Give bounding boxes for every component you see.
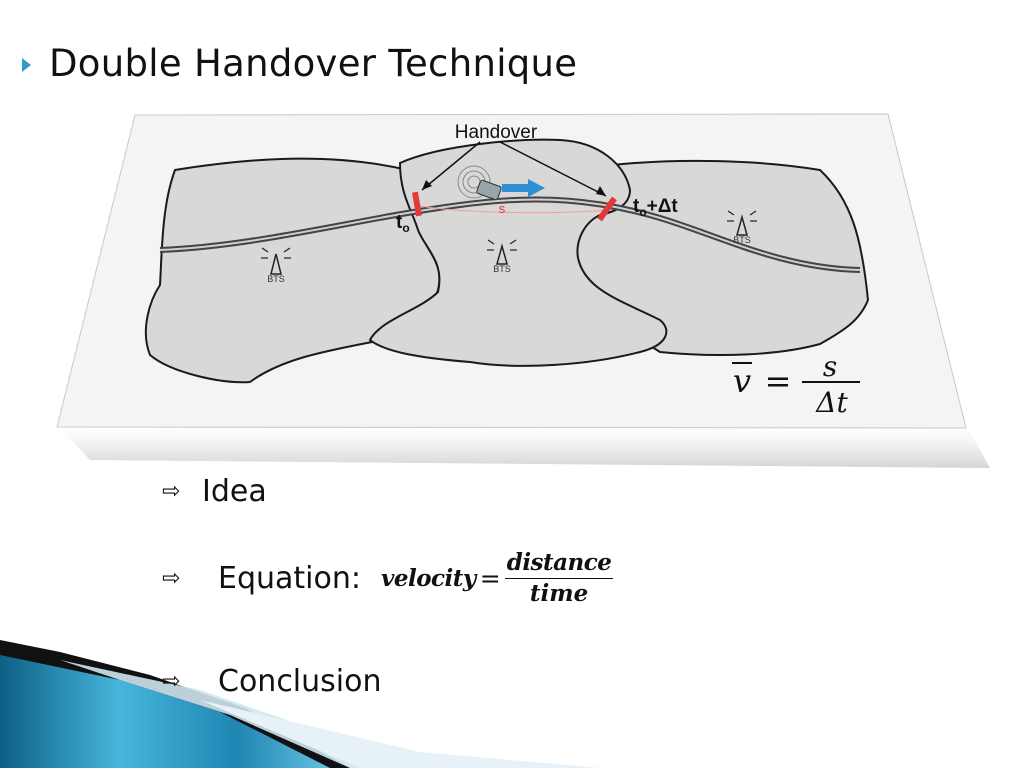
road-inner (159, 198, 861, 271)
bullet-conclusion-label: Conclusion (218, 664, 382, 699)
phone-icon (457, 165, 545, 201)
handover-arrowhead-right (596, 186, 606, 196)
bullet-equation-label: Equation: (218, 561, 361, 596)
velocity-formula: velocity = distance time (380, 548, 614, 609)
handover-arrow-right (499, 141, 607, 197)
handover-mark-t1 (597, 196, 617, 222)
slide-title: Double Handover Technique (49, 42, 578, 85)
bullet-conclusion: ⇨ Conclusion (162, 664, 382, 699)
svg-text:BTS: BTS (267, 274, 285, 284)
handover-label: Handover (455, 122, 538, 143)
svg-text:BTS: BTS (733, 235, 751, 245)
bullet-idea: ⇨ Idea (162, 474, 267, 509)
formula-num: s (823, 350, 837, 383)
bullet-arrow-icon: ⇨ (162, 479, 181, 504)
bullet-idea-label: Idea (202, 474, 267, 509)
formula-lhs: v (733, 362, 751, 400)
handover-arrowhead-left (422, 180, 432, 190)
title-bullet-icon (22, 57, 31, 72)
velocity-formula-num: distance (504, 548, 614, 579)
bts-tower-icon-center: BTS (487, 239, 517, 274)
bullet-equation: ⇨ Equation: velocity = distance time (162, 548, 614, 609)
velocity-formula-fraction: distance time (504, 548, 614, 609)
formula-eq: = (765, 362, 792, 400)
bullet-arrow-icon: ⇨ (162, 669, 181, 694)
t1-label: to+Δt (633, 196, 678, 219)
distance-label: s (499, 201, 506, 216)
svg-text:BTS: BTS (493, 264, 511, 274)
title-row: Double Handover Technique (22, 42, 577, 85)
formula-den: Δt (815, 386, 848, 419)
phone-direction-arrow-icon (502, 179, 545, 197)
bts-tower-icon-left: BTS (261, 247, 291, 284)
t0-label: to (396, 212, 410, 235)
decor-swoosh (0, 640, 600, 768)
handover-mark-t0 (411, 191, 423, 217)
velocity-formula-den: time (529, 580, 589, 607)
distance-arc (419, 205, 611, 214)
card-shadow (62, 428, 990, 468)
bts-tower-icon-right: BTS (727, 210, 757, 245)
bullet-arrow-icon: ⇨ (162, 566, 181, 591)
velocity-formula-eq: = (479, 564, 501, 593)
diagram-formula: v = s Δt (732, 350, 860, 419)
handover-arrow-left (421, 141, 481, 191)
velocity-formula-lhs: velocity (380, 565, 476, 592)
cell-center (368, 138, 668, 367)
